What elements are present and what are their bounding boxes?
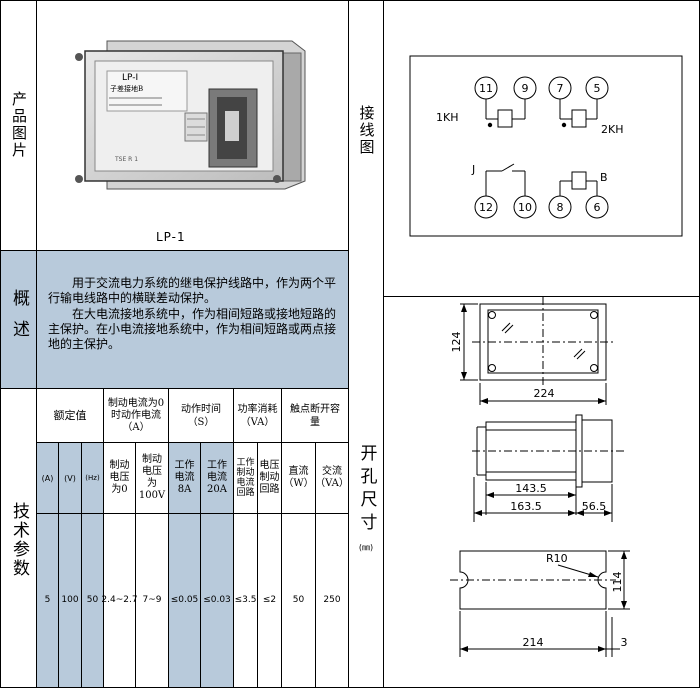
header-contact: 触点断开容量 [290, 403, 340, 428]
dimension-drawings: 124 224 143.5 163.5 56.5 R10 114 214 3 [450, 297, 630, 657]
dim-cutout-radius: R10 [546, 552, 568, 565]
overview-paragraph-1: 用于交流电力系统的继电保护线路中，作为两个平行输电线路中的横联差动保护。 [48, 276, 337, 305]
header-power: 功率消耗（VA） [237, 403, 278, 428]
tech-section-label: 技术参数 [9, 502, 29, 578]
overview-text-bg [37, 251, 348, 388]
value-volt: 100 [61, 595, 79, 605]
subheader-time-8a: 工作电流8A [174, 460, 195, 495]
value-dc: 50 [292, 595, 305, 605]
value-power-work: ≤3.5 [234, 595, 257, 605]
rated-bg [37, 443, 103, 687]
overview-label-bg [1, 251, 36, 388]
dim-front-height: 124 [450, 332, 463, 353]
value-brake-v0: 2.4~2.7 [101, 595, 138, 605]
device-face-title: LP-I [122, 73, 139, 83]
label-1kh: 1KH [436, 111, 458, 124]
value-amp: 5 [44, 595, 51, 605]
subheader-volt: (V) [64, 473, 76, 483]
subheader-amp: (A) [41, 473, 54, 483]
dim-side-flange: 56.5 [582, 500, 607, 513]
overview-section-label: 概述 [9, 289, 29, 351]
terminal-7: 7 [557, 82, 564, 95]
subheader-brake-v100: 制动电压为100V [138, 454, 166, 501]
product-photo: TSE R 1 [75, 40, 306, 190]
dim-front-width: 224 [534, 387, 555, 400]
device-face-subtitle: 子差接地B [110, 85, 144, 93]
subheader-hz: (Hz) [85, 473, 100, 482]
subheader-power-work: 工作制动电流回路 [236, 458, 255, 498]
value-time-8a: ≤0.05 [170, 595, 199, 605]
value-ac: 250 [323, 595, 341, 605]
dim-cutout-gap: 3 [621, 636, 628, 649]
svg-text:TSE R 1: TSE R 1 [114, 156, 138, 163]
label-j: J [471, 163, 475, 176]
wiring-section-label: 接线图 [357, 104, 376, 156]
label-b: B [600, 171, 608, 184]
terminal-10: 10 [518, 201, 532, 214]
subheader-power-brake: 电压制动回路 [259, 460, 280, 495]
dim-side-depth2: 163.5 [510, 500, 542, 513]
terminal-5: 5 [594, 82, 601, 95]
dim-side-depth1: 143.5 [515, 482, 547, 495]
value-time-20a: ≤0.03 [203, 595, 231, 605]
value-brake-v100: 7~9 [142, 595, 162, 605]
dim-cutout-height: 114 [611, 572, 624, 593]
subheader-ac: 交流（VA） [315, 466, 349, 489]
terminal-9: 9 [522, 82, 529, 95]
wiring-diagram: 11 9 7 5 12 10 8 6 1KH 2KH J B [409, 55, 683, 237]
header-rated: 额定值 [53, 409, 87, 422]
product-section-label: 产品图片 [10, 91, 28, 159]
terminal-11: 11 [479, 82, 493, 95]
value-power-brake: ≤2 [262, 595, 277, 605]
dimension-section-label: 开孔尺寸 (㎜) [356, 443, 377, 552]
subheader-dc: 直流（W） [283, 466, 314, 489]
header-brake-current: 制动电流为0时动作电流（A） [107, 397, 165, 433]
dim-cutout-width: 214 [523, 636, 544, 649]
subheader-time-20a: 工作电流20A [207, 460, 227, 495]
subheader-brake-v0: 制动电压为0 [109, 460, 130, 495]
label-2kh: 2KH [601, 123, 623, 136]
terminal-8: 8 [557, 201, 564, 214]
terminal-6: 6 [594, 201, 601, 214]
header-action-time: 动作时间（S） [181, 403, 221, 428]
overview-paragraph-2: 在大电流接地系统中，作为相间短路或接地短路的主保护。在小电流接地系统中，作为相间… [48, 307, 337, 351]
product-model-caption: LP-1 [156, 230, 186, 244]
terminal-12: 12 [479, 201, 493, 214]
value-hz: 50 [86, 595, 99, 605]
